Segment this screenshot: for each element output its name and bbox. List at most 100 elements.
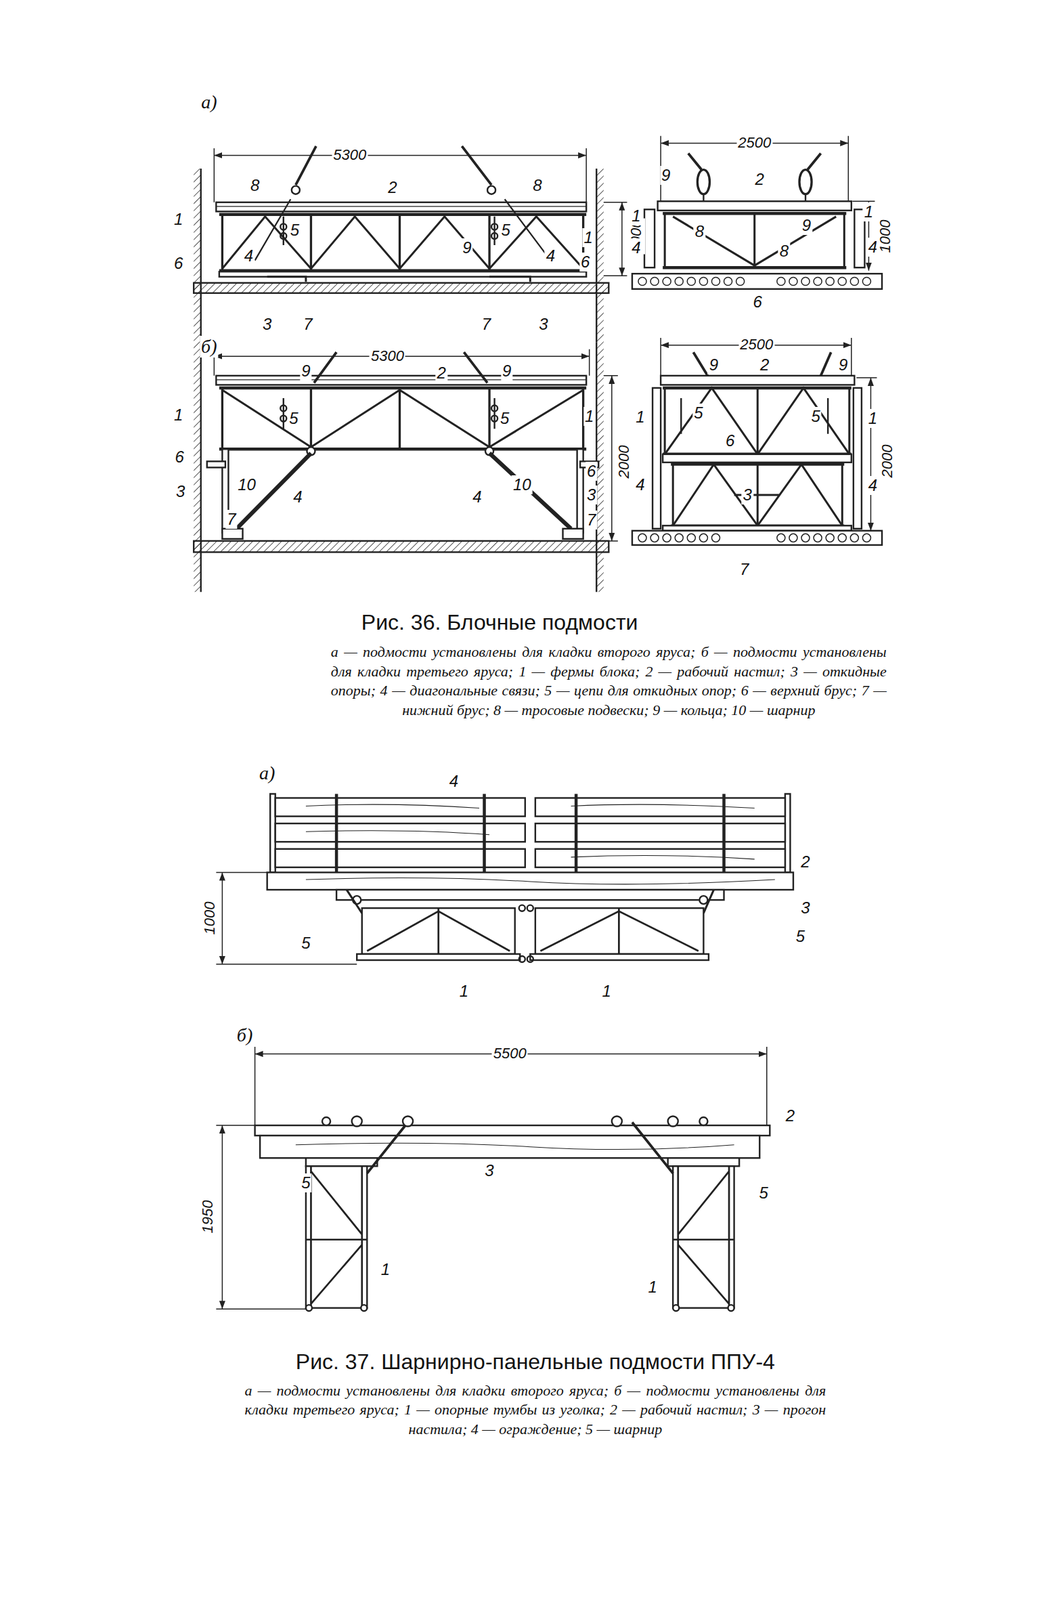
block-scaffold-end-raised-part [652, 387, 661, 529]
callout-number: 1 [458, 981, 470, 1001]
hinged-panel-scaffold-low-part [275, 797, 526, 816]
hinged-panel-scaffold-high-part [295, 1142, 735, 1149]
block-scaffold-side-part [491, 232, 498, 239]
callout-number: 1 [863, 202, 875, 222]
callout-number: 2 [435, 363, 448, 383]
callout-number: 6 [173, 447, 185, 467]
callout-number: 9 [708, 355, 720, 375]
block-scaffold-side-raised-part [207, 460, 226, 468]
hinged-panel-scaffold-low-part [336, 889, 724, 900]
callout-number: 7 [738, 559, 750, 579]
callout-number: 5 [794, 926, 807, 946]
block-scaffold-side [193, 146, 627, 342]
callout-number: 6 [724, 431, 736, 451]
hinged-panel-scaffold-low-part [336, 793, 724, 872]
callout-number: 4 [867, 475, 879, 495]
block-scaffold-side-part [193, 168, 202, 342]
block-scaffold-end-part [657, 201, 852, 211]
hinged-panel-scaffold-low-part [215, 871, 357, 964]
hinged-panel-scaffold-high-part [728, 1304, 735, 1311]
block-scaffold-end-raised-part [853, 387, 862, 529]
callout-number: 1 [172, 405, 185, 425]
figure-caption: Рис. 36. Блочные подмости [360, 609, 640, 635]
dimension-label: 1950 [199, 1198, 217, 1235]
block-scaffold-end-raised-part [662, 454, 852, 463]
dimension-label: 5300 [331, 146, 368, 164]
hinged-panel-scaffold-low-part [356, 953, 520, 960]
hinged-panel-scaffold-low-part [366, 907, 699, 954]
block-scaffold-side-raised-part [280, 415, 287, 422]
callout-number: 2 [799, 852, 811, 872]
callout-number: 9 [659, 165, 672, 185]
hinged-panel-scaffold-low-part [275, 823, 526, 842]
callout-number: 1 [601, 981, 613, 1001]
block-scaffold-side-raised-part [219, 387, 587, 449]
hinged-panel-scaffold-low [215, 793, 794, 964]
callout-number: 5 [299, 1173, 312, 1192]
callout-number: 8 [531, 175, 543, 195]
dimension-label: 2500 [736, 134, 773, 152]
block-scaffold-end-raised-part [693, 351, 831, 376]
figure-caption: Рис. 37. Шарнирно-панельные подмости ППУ… [294, 1349, 777, 1375]
hinged-panel-scaffold-high-part [668, 1157, 740, 1166]
block-scaffold-side-part [487, 186, 496, 195]
block-scaffold-end [632, 136, 882, 290]
block-scaffold-end-raised-part [680, 398, 828, 434]
callout-number: 2 [784, 1106, 797, 1125]
block-scaffold-side-raised-part [193, 341, 202, 592]
block-scaffold-side-part [213, 155, 587, 157]
callout-number: 5 [287, 408, 300, 428]
callout-number: 4 [634, 475, 646, 495]
callout-number: 5 [299, 933, 312, 953]
dimension-label: 2000 [615, 444, 633, 480]
block-scaffold-side-raised-part [222, 528, 243, 539]
hinged-panel-scaffold-low-part [529, 953, 709, 960]
callout-number: 9 [800, 215, 813, 235]
hinged-panel-scaffold-high-part [351, 1115, 363, 1126]
hinged-panel-scaffold-low-part [519, 904, 526, 912]
block-scaffold-end-part [632, 273, 882, 290]
block-scaffold-end-part [852, 201, 875, 203]
dimension-label: 1000 [201, 899, 219, 936]
callout-number: 3 [261, 314, 273, 334]
hinged-panel-scaffold-high-part [402, 1115, 413, 1126]
dimension-label: 1000 [876, 218, 895, 255]
callout-number: 3 [174, 481, 187, 501]
callout-number: 4 [291, 487, 304, 507]
hinged-panel-scaffold-high-part [305, 1157, 378, 1166]
block-scaffold-side-part [215, 202, 587, 212]
hinged-panel-scaffold-high-part [255, 1124, 771, 1136]
block-scaffold-side-raised-part [611, 375, 613, 541]
callout-number: 8 [249, 175, 261, 195]
dimension-label: 2000 [878, 442, 897, 479]
callout-number: 3 [799, 898, 811, 918]
subfigure-label: а) [199, 91, 218, 114]
block-scaffold-end-raised-part [672, 464, 843, 526]
callout-number: 1 [634, 407, 646, 427]
callout-number: 6 [752, 292, 764, 312]
callout-number: 3 [741, 485, 753, 505]
hinged-panel-scaffold-low-part [305, 877, 776, 884]
block-scaffold-side-part [219, 214, 587, 271]
callout-number: 1 [582, 228, 594, 248]
hinged-panel-scaffold-high-part [668, 1115, 679, 1126]
block-scaffold-side-part [595, 168, 598, 342]
block-scaffold-end-raised-part [664, 387, 850, 455]
block-scaffold-side-raised-part [236, 452, 571, 528]
block-scaffold-side-part [291, 186, 300, 195]
subfigure-label: б) [199, 335, 218, 358]
block-scaffold-side-part [200, 168, 202, 342]
block-scaffold-end-raised [632, 337, 882, 545]
hinged-panel-scaffold-low-part [222, 871, 224, 964]
block-scaffold-side-part [255, 199, 551, 260]
caption-legend: а — подмости установлены для кладки втор… [243, 1380, 828, 1440]
callout-number: 2 [758, 355, 771, 375]
block-scaffold-end-part [644, 209, 655, 268]
block-scaffold-end-part [672, 216, 836, 266]
hinged-panel-scaffold-high-part [672, 1165, 734, 1308]
hinged-panel-scaffold-high-part [699, 1116, 708, 1125]
hinged-panel-scaffold-high-part [305, 1165, 367, 1308]
block-scaffold-end-part [697, 169, 710, 195]
block-scaffold-end-raised-part [664, 387, 850, 455]
block-scaffold-side-part [491, 223, 498, 230]
